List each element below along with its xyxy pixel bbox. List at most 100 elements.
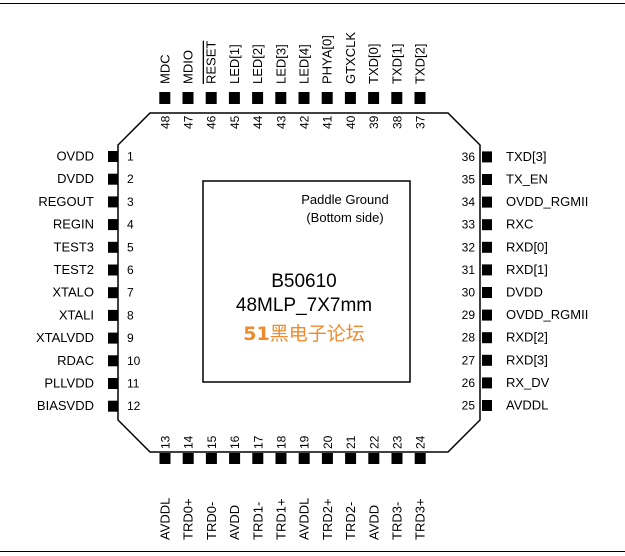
pin-39-number: 39 — [367, 115, 381, 129]
paddle-label-line2: (Bottom side) — [306, 210, 383, 225]
pin-17-pad — [252, 453, 264, 464]
pin-21-pad — [345, 453, 357, 464]
pin-17-number: 17 — [251, 435, 265, 449]
pin-12-name: BIASVDD — [37, 398, 94, 413]
pin-24-name: TRD3+ — [413, 498, 428, 540]
pin-9-name: XTALVDD — [36, 330, 94, 345]
pin-44-pad — [252, 92, 264, 104]
pin-34-name: OVDD_RGMII — [506, 194, 588, 209]
pin-47-pad — [182, 92, 194, 104]
pin-23-pad — [391, 453, 403, 464]
watermark-text: 51黑电子论坛 — [243, 323, 364, 345]
pin-38-name: TXD[1] — [389, 44, 404, 84]
pin-22-pad — [368, 453, 380, 464]
pin-7-number: 7 — [127, 286, 134, 300]
pin-9-number: 9 — [127, 331, 134, 345]
pin-27-number: 27 — [462, 353, 476, 367]
pin-32-name: RXD[0] — [506, 239, 548, 254]
pin-8-name: XTALI — [59, 307, 94, 322]
pin-20-name: TRD2+ — [320, 498, 335, 540]
pin-8-pad — [108, 309, 118, 321]
pin-15-pad — [205, 453, 217, 464]
pin-39-pad — [368, 92, 380, 104]
pin-16-pad — [229, 453, 241, 464]
paddle-box — [202, 180, 411, 383]
pin-44-name: LED[2] — [250, 44, 265, 84]
pin-10-number: 10 — [127, 354, 141, 368]
pin-33-pad — [482, 219, 492, 231]
pin-2-pad — [108, 173, 118, 185]
pin-32-number: 32 — [462, 240, 476, 254]
watermark-chars: 黑电子论坛 — [270, 323, 365, 345]
pin-45-pad — [228, 92, 240, 104]
pin-42-pad — [298, 92, 310, 104]
pin-41-pad — [321, 92, 333, 104]
pin-10-pad — [108, 355, 118, 367]
pin-1-number: 1 — [127, 150, 134, 164]
pin-46-number: 46 — [205, 115, 219, 129]
pin-35-name: TX_EN — [506, 172, 548, 187]
pin-47-number: 47 — [182, 115, 196, 129]
pin-5-name: TEST3 — [54, 239, 94, 254]
pin-25-number: 25 — [462, 399, 476, 413]
pin-2-number: 2 — [127, 172, 134, 186]
pin-17-name: TRD1- — [250, 502, 265, 540]
pin-38-number: 38 — [390, 115, 404, 129]
pin-13-name: AVDDL — [158, 498, 173, 540]
pin-33-name: RXC — [506, 217, 533, 232]
pin-16-name: AVDD — [227, 505, 242, 540]
pin-45-name: LED[1] — [227, 44, 242, 84]
pin-2-name: DVDD — [57, 171, 94, 186]
pin-31-pad — [482, 264, 492, 276]
pin-23-name: TRD3- — [390, 502, 405, 540]
pin-44-number: 44 — [251, 115, 265, 129]
watermark-digits: 51 — [243, 323, 269, 345]
pin-29-pad — [482, 309, 492, 321]
pin-6-pad — [108, 264, 118, 276]
pin-10-name: RDAC — [57, 353, 94, 368]
pin-14-number: 14 — [182, 435, 196, 449]
pin-3-pad — [108, 196, 118, 208]
pin-26-name: RX_DV — [506, 375, 550, 390]
pin-19-name: AVDDL — [297, 498, 312, 540]
pin-32-pad — [482, 241, 492, 253]
pin-34-number: 34 — [462, 195, 476, 209]
pin-29-name: OVDD_RGMII — [506, 307, 588, 322]
pin-28-number: 28 — [462, 331, 476, 345]
pin-42-number: 42 — [298, 115, 312, 129]
pins-layer: 1OVDD2DVDD3REGOUT4REGIN5TEST36TEST27XTAL… — [36, 32, 588, 540]
pin-13-pad — [159, 453, 171, 464]
pin-36-name: TXD[3] — [506, 149, 546, 164]
pin-40-pad — [344, 92, 356, 104]
pin-18-name: TRD1+ — [274, 498, 289, 540]
pin-25-name: AVDDL — [506, 398, 548, 413]
pin-7-name: XTALO — [52, 285, 94, 300]
pin-36-pad — [482, 151, 492, 163]
pin-43-number: 43 — [274, 115, 288, 129]
bottom-border-line — [0, 551, 625, 552]
pin-19-number: 19 — [298, 435, 312, 449]
pin-46-pad — [205, 92, 217, 104]
pin-15-number: 15 — [205, 435, 219, 449]
pin-37-number: 37 — [414, 115, 428, 129]
pin-1-pad — [108, 151, 118, 162]
pin-28-name: RXD[2] — [506, 330, 548, 345]
pin-6-number: 6 — [127, 263, 134, 277]
pin-48-pad — [159, 92, 171, 104]
pin-23-number: 23 — [391, 435, 405, 449]
pin-11-number: 11 — [127, 377, 140, 391]
pin-24-number: 24 — [414, 435, 428, 449]
pin-27-pad — [482, 354, 492, 366]
pin-18-number: 18 — [275, 435, 289, 449]
pin-12-pad — [108, 400, 118, 412]
pin-1-name: OVDD — [56, 149, 94, 164]
pin-37-name: TXD[2] — [413, 44, 428, 84]
pin-12-number: 12 — [127, 399, 141, 413]
pin-21-name: TRD2- — [343, 502, 358, 540]
pin-9-pad — [108, 332, 118, 344]
pin-22-number: 22 — [367, 435, 381, 449]
pin-4-pad — [108, 219, 118, 231]
pin-19-pad — [298, 453, 310, 464]
pin-26-pad — [482, 377, 492, 389]
